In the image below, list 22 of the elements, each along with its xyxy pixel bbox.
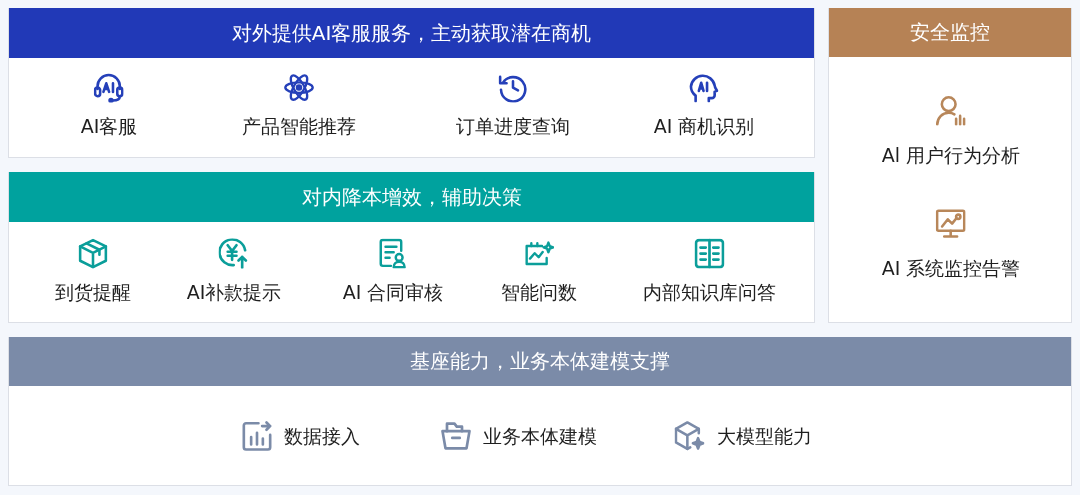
panel-card (828, 8, 1072, 323)
panel-header: 基座能力，业务本体建模支撑 (9, 337, 1071, 386)
panel-card (8, 8, 815, 158)
item-label: 内部知识库问答 (642, 280, 776, 304)
panel-card (8, 172, 815, 323)
item-label: 大模型能力 (716, 424, 812, 448)
item-label: 业务本体建模 (483, 424, 597, 448)
item-label: AI 商机识别 (653, 114, 755, 138)
item-label: AI客服 (80, 114, 138, 138)
item-label: AI 系统监控告警 (881, 256, 1021, 280)
item-label: 到货提醒 (55, 280, 131, 304)
item-label: 产品智能推荐 (242, 114, 356, 138)
panel-header: 对外提供AI客服服务，主动获取潜在商机 (9, 8, 814, 58)
panel-card (8, 337, 1072, 486)
item-label: 订单进度查询 (456, 114, 570, 138)
item-label: AI 合同审核 (342, 280, 444, 304)
item-label: 智能问数 (501, 280, 577, 304)
panel-header: 对内降本增效，辅助决策 (9, 172, 814, 222)
item-label: Al 用户行为分析 (881, 143, 1021, 167)
panel-header: 安全监控 (829, 8, 1071, 57)
item-label: 数据接入 (284, 424, 360, 448)
item-label: AI补款提示 (186, 280, 282, 304)
